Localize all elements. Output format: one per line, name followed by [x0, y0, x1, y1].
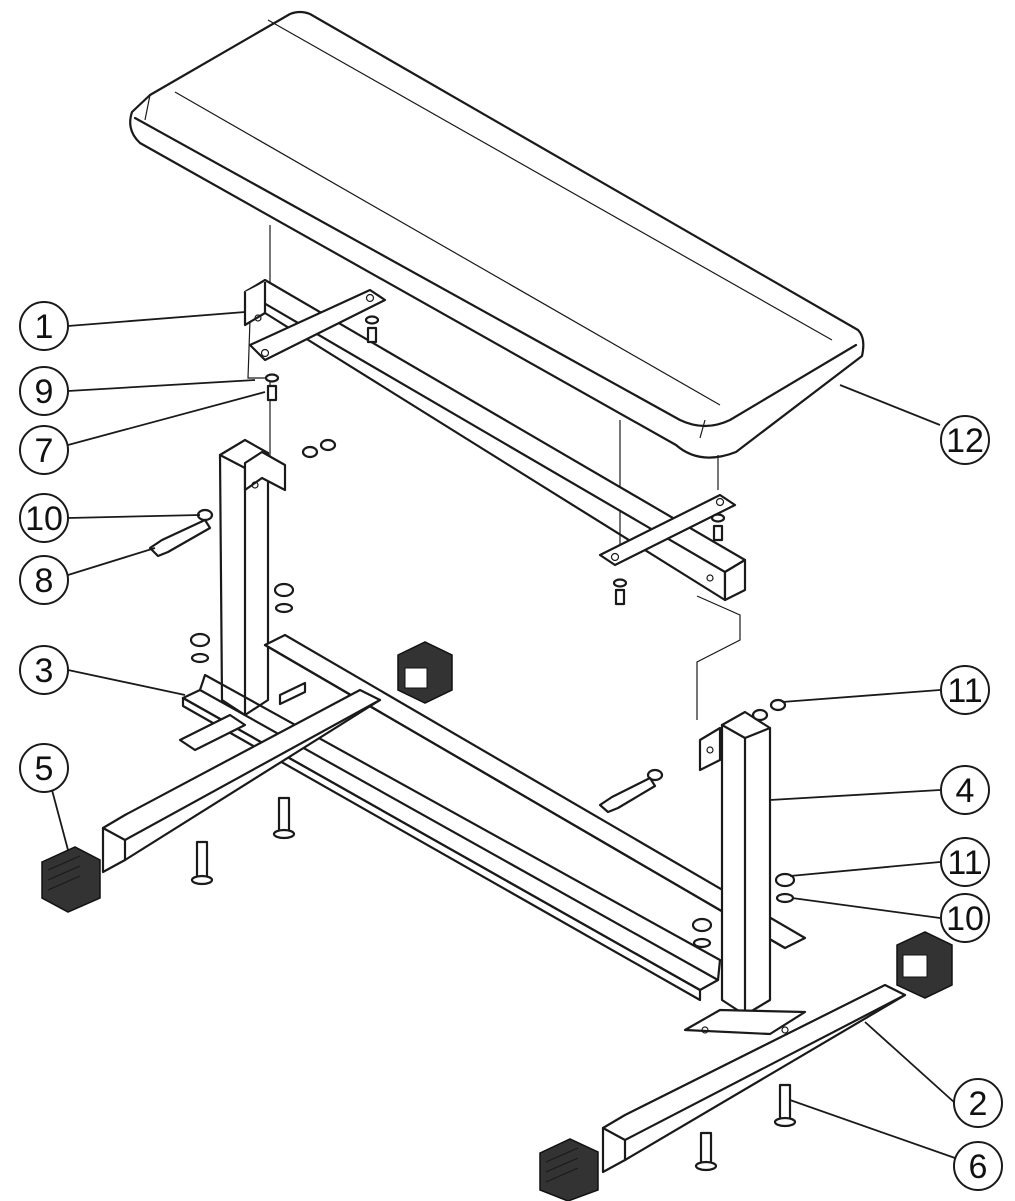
svg-text:4: 4: [956, 772, 975, 810]
long-lower-bar: [178, 633, 807, 1002]
svg-text:6: 6: [969, 1148, 988, 1186]
callout-10-right: 10: [940, 893, 990, 943]
right-foot: [601, 983, 907, 1174]
top-crossbar: [243, 278, 747, 602]
leader-lines: [51, 311, 956, 1159]
callout-8: 8: [19, 555, 69, 605]
svg-text:1: 1: [35, 308, 54, 346]
callout-2: 2: [953, 1078, 1003, 1128]
cap-left: [41, 846, 101, 913]
seat-cushion: [129, 10, 865, 459]
svg-text:11: 11: [947, 672, 982, 710]
callout-10-left: 10: [19, 493, 69, 543]
left-post: [148, 438, 337, 717]
svg-text:8: 8: [35, 562, 54, 600]
callout-11-lower: 11: [940, 837, 990, 887]
callout-1: 1: [19, 301, 69, 351]
lower-fasteners: [189, 582, 796, 949]
svg-text:9: 9: [35, 373, 54, 411]
cap-bottom: [539, 1138, 599, 1201]
svg-text:7: 7: [35, 432, 54, 470]
callout-3: 3: [19, 645, 69, 695]
svg-text:10: 10: [946, 900, 984, 938]
callout-9: 9: [19, 366, 69, 416]
callout-6: 6: [953, 1141, 1003, 1191]
left-foot: [101, 688, 382, 886]
rubber-foot-caps: [41, 641, 953, 1201]
callout-4: 4: [940, 765, 990, 815]
callout-7: 7: [19, 425, 69, 475]
svg-text:12: 12: [946, 422, 984, 460]
top-fasteners: [264, 315, 726, 606]
svg-text:11: 11: [947, 844, 982, 882]
callout-11-upper: 11: [940, 665, 990, 715]
svg-text:2: 2: [969, 1085, 988, 1123]
cap-center: [397, 641, 453, 704]
svg-text:10: 10: [25, 500, 63, 538]
right-post: [598, 698, 787, 1017]
callout-12: 12: [940, 415, 990, 465]
svg-text:3: 3: [35, 652, 54, 690]
cap-right: [896, 931, 953, 999]
svg-text:5: 5: [35, 750, 54, 788]
callout-5: 5: [19, 743, 69, 793]
